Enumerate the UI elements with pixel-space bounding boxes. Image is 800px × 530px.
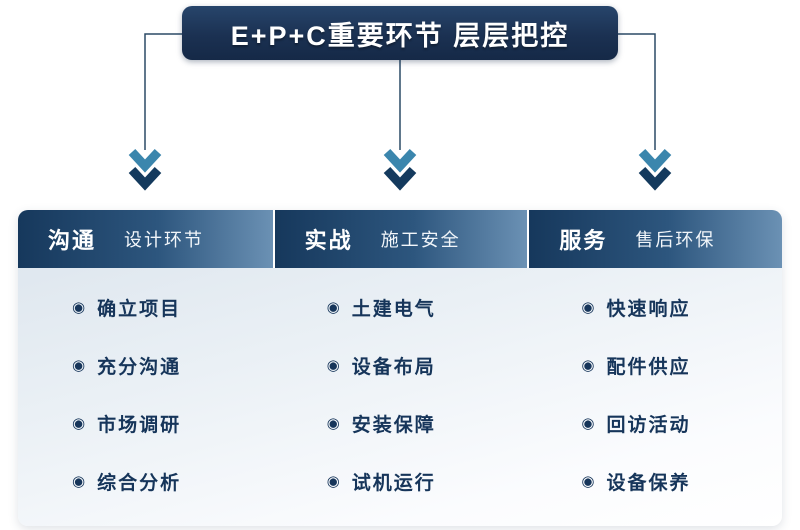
list-item: ◉ 回访活动 xyxy=(581,394,782,452)
title-banner: E+P+C重要环节 层层把控 xyxy=(182,6,618,60)
list-item-label: 土建电气 xyxy=(351,298,436,320)
target-bullet-icon: ◉ xyxy=(72,298,86,316)
list-item: ◉ 设备保养 xyxy=(581,452,782,510)
target-bullet-icon: ◉ xyxy=(72,414,86,432)
list-item: ◉ 设备布局 xyxy=(327,336,528,394)
list-item-label: 快速响应 xyxy=(606,298,691,320)
list-item-label: 市场调研 xyxy=(97,414,182,436)
target-bullet-icon: ◉ xyxy=(326,298,340,316)
list-item: ◉ 确立项目 xyxy=(72,278,273,336)
list-item-label: 设备布局 xyxy=(351,356,436,378)
column-communication: 沟通 设计环节 ◉ 确立项目 ◉ 充分沟通 ◉ 市场调研 xyxy=(18,210,273,526)
list-item-label: 综合分析 xyxy=(97,472,182,494)
column-title: 服务 xyxy=(559,228,608,253)
list-item-label: 配件供应 xyxy=(606,356,691,378)
column-title: 实战 xyxy=(304,228,353,253)
target-bullet-icon: ◉ xyxy=(581,356,595,374)
list-item-label: 试机运行 xyxy=(351,472,436,494)
target-bullet-icon: ◉ xyxy=(72,472,86,490)
list-item: ◉ 土建电气 xyxy=(327,278,528,336)
down-arrow-icon xyxy=(638,148,672,191)
list-item: ◉ 充分沟通 xyxy=(72,336,273,394)
list-item-label: 安装保障 xyxy=(351,414,436,436)
list-item: ◉ 市场调研 xyxy=(72,394,273,452)
down-arrow-icon xyxy=(383,148,417,191)
target-bullet-icon: ◉ xyxy=(326,356,340,374)
target-bullet-icon: ◉ xyxy=(326,472,340,490)
target-bullet-icon: ◉ xyxy=(326,414,340,432)
column-header: 服务 售后环保 xyxy=(527,210,782,268)
connector-lines xyxy=(128,33,672,191)
content-panel: 沟通 设计环节 ◉ 确立项目 ◉ 充分沟通 ◉ 市场调研 xyxy=(18,210,782,526)
column-body: ◉ 快速响应 ◉ 配件供应 ◉ 回访活动 ◉ 设备保养 xyxy=(527,268,782,526)
list-item: ◉ 安装保障 xyxy=(327,394,528,452)
columns-container: 沟通 设计环节 ◉ 确立项目 ◉ 充分沟通 ◉ 市场调研 xyxy=(18,210,782,526)
target-bullet-icon: ◉ xyxy=(72,356,86,374)
target-bullet-icon: ◉ xyxy=(581,414,595,432)
column-body: ◉ 土建电气 ◉ 设备布局 ◉ 安装保障 ◉ 试机运行 xyxy=(273,268,528,526)
target-bullet-icon: ◉ xyxy=(581,298,595,316)
list-item: ◉ 配件供应 xyxy=(581,336,782,394)
column-header: 沟通 设计环节 xyxy=(18,210,273,268)
list-item: ◉ 试机运行 xyxy=(327,452,528,510)
column-practice: 实战 施工安全 ◉ 土建电气 ◉ 设备布局 ◉ 安装保障 xyxy=(272,210,528,526)
column-title: 沟通 xyxy=(48,228,97,253)
list-item: ◉ 综合分析 xyxy=(72,452,273,510)
list-item-label: 回访活动 xyxy=(606,414,691,436)
column-body: ◉ 确立项目 ◉ 充分沟通 ◉ 市场调研 ◉ 综合分析 xyxy=(18,268,273,526)
list-item-label: 确立项目 xyxy=(97,298,182,320)
column-subtitle: 施工安全 xyxy=(380,230,461,250)
list-item-label: 充分沟通 xyxy=(97,356,182,378)
column-header: 实战 施工安全 xyxy=(272,210,528,268)
page-title: E+P+C重要环节 层层把控 xyxy=(230,20,570,51)
list-item: ◉ 快速响应 xyxy=(581,278,782,336)
column-service: 服务 售后环保 ◉ 快速响应 ◉ 配件供应 ◉ 回访活动 xyxy=(527,210,782,526)
down-arrow-icon xyxy=(128,148,162,191)
column-subtitle: 设计环节 xyxy=(124,230,205,250)
list-item-label: 设备保养 xyxy=(606,472,691,494)
column-subtitle: 售后环保 xyxy=(635,230,716,250)
target-bullet-icon: ◉ xyxy=(581,472,595,490)
